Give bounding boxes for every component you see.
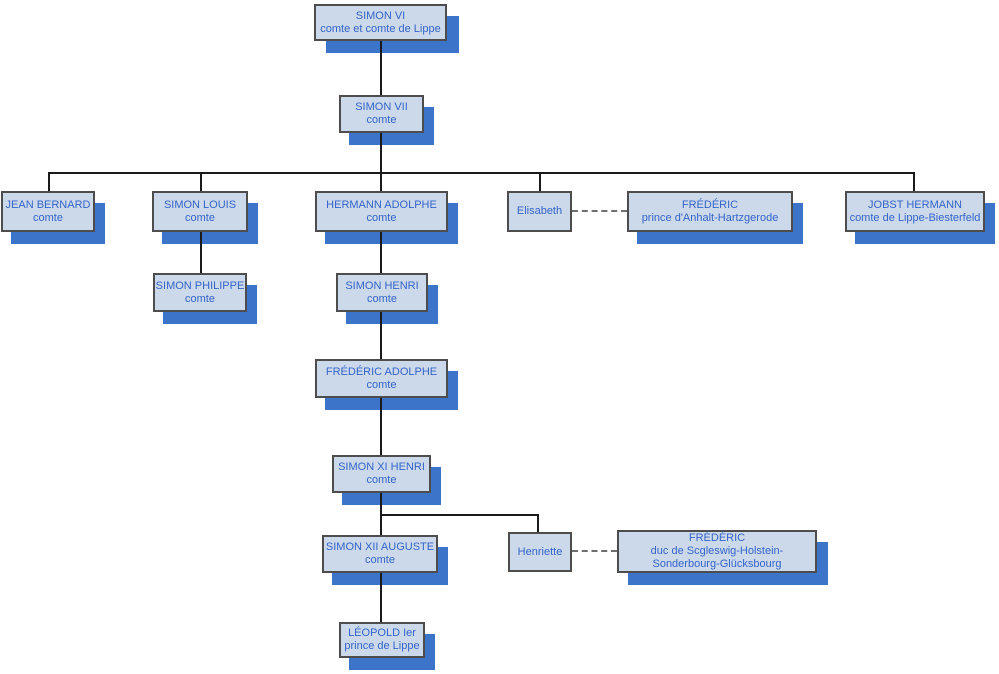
connector-line	[380, 493, 382, 514]
node-frederic-schleswig[interactable]: FRÉDÉRIC duc de Scgleswig-Holstein-Sonde…	[617, 530, 817, 573]
person-name: HERMANN ADOLPHE	[326, 198, 437, 211]
connector-line	[380, 172, 382, 191]
person-title: comte	[366, 211, 397, 224]
person-name: SIMON XII AUGUSTE	[325, 541, 435, 553]
node-leopold-ier[interactable]: LÉOPOLD Ier prince de Lippe	[339, 622, 425, 658]
connector-line	[380, 41, 382, 95]
connector-line	[200, 232, 202, 273]
person-name: JOBST HERMANN	[868, 198, 962, 211]
person-name: LÉOPOLD Ier	[348, 627, 416, 639]
node-simon-vi[interactable]: SIMON VI comte et comte de Lippe	[314, 4, 447, 41]
person-name: SIMON XI HENRI	[338, 461, 425, 473]
person-title: comte	[366, 474, 397, 486]
connector-line	[913, 172, 915, 191]
node-simon-xii-auguste[interactable]: SIMON XII AUGUSTE comte	[322, 535, 438, 573]
node-simon-vii[interactable]: SIMON VII comte	[339, 95, 424, 133]
connector-line	[380, 133, 382, 172]
connector-line	[380, 514, 382, 535]
person-name: SIMON VI	[355, 9, 406, 22]
connector-line	[380, 573, 382, 622]
connector-line	[380, 398, 382, 455]
person-name: FRÉDÉRIC	[688, 532, 746, 544]
person-title: comte de Lippe-Biesterfeld	[849, 211, 981, 224]
person-name: SIMON HENRI	[345, 279, 419, 292]
node-hermann-adolphe[interactable]: HERMANN ADOLPHE comte	[315, 191, 448, 232]
marriage-dashed-line	[572, 210, 627, 212]
connector-line	[380, 312, 382, 359]
connector-line	[380, 514, 538, 516]
node-simon-henri[interactable]: SIMON HENRI comte	[336, 273, 428, 312]
person-title: comte	[367, 292, 397, 305]
person-name: SIMON VII	[355, 101, 408, 113]
person-title: prince de Lippe	[344, 640, 420, 652]
person-title: prince d'Anhalt-Hartzgerode	[641, 211, 779, 224]
connector-line	[48, 172, 914, 174]
person-title: comte	[185, 292, 215, 305]
person-name: SIMON LOUIS	[163, 198, 237, 211]
person-name: Elisabeth	[516, 205, 563, 217]
person-name: SIMON PHILIPPE	[155, 279, 245, 292]
person-title: comte	[185, 211, 215, 224]
person-title: comte	[365, 554, 395, 566]
node-simon-louis[interactable]: SIMON LOUIS comte	[152, 191, 248, 232]
connector-line	[537, 514, 539, 532]
marriage-dashed-line	[572, 550, 617, 552]
node-simon-philippe[interactable]: SIMON PHILIPPE comte	[153, 273, 247, 312]
person-name: FRÉDÉRIC	[681, 198, 739, 211]
person-name: FRÉDÉRIC ADOLPHE	[325, 365, 438, 378]
person-name: JEAN BERNARD	[5, 198, 91, 211]
node-simon-xi-henri[interactable]: SIMON XI HENRI comte	[332, 455, 431, 493]
person-title: duc de Scgleswig-Holstein-Sonderbourg-Gl…	[650, 545, 784, 570]
person-title: comte	[366, 114, 397, 126]
node-jean-bernard[interactable]: JEAN BERNARD comte	[1, 191, 95, 232]
node-frederic-adolphe[interactable]: FRÉDÉRIC ADOLPHE comte	[315, 359, 448, 398]
connector-line	[539, 172, 541, 191]
connector-line	[48, 172, 50, 191]
node-elisabeth[interactable]: Elisabeth	[507, 191, 572, 232]
node-frederic-anhalt[interactable]: FRÉDÉRIC prince d'Anhalt-Hartzgerode	[627, 191, 793, 232]
connector-line	[200, 172, 202, 191]
person-title: comte et comte de Lippe	[320, 22, 441, 35]
node-jobst-hermann[interactable]: JOBST HERMANN comte de Lippe-Biesterfeld	[845, 191, 985, 232]
person-title: comte	[33, 211, 63, 224]
node-henriette[interactable]: Henriette	[508, 532, 572, 572]
connector-line	[380, 232, 382, 273]
person-name: Henriette	[517, 545, 563, 558]
person-title: comte	[366, 378, 397, 391]
